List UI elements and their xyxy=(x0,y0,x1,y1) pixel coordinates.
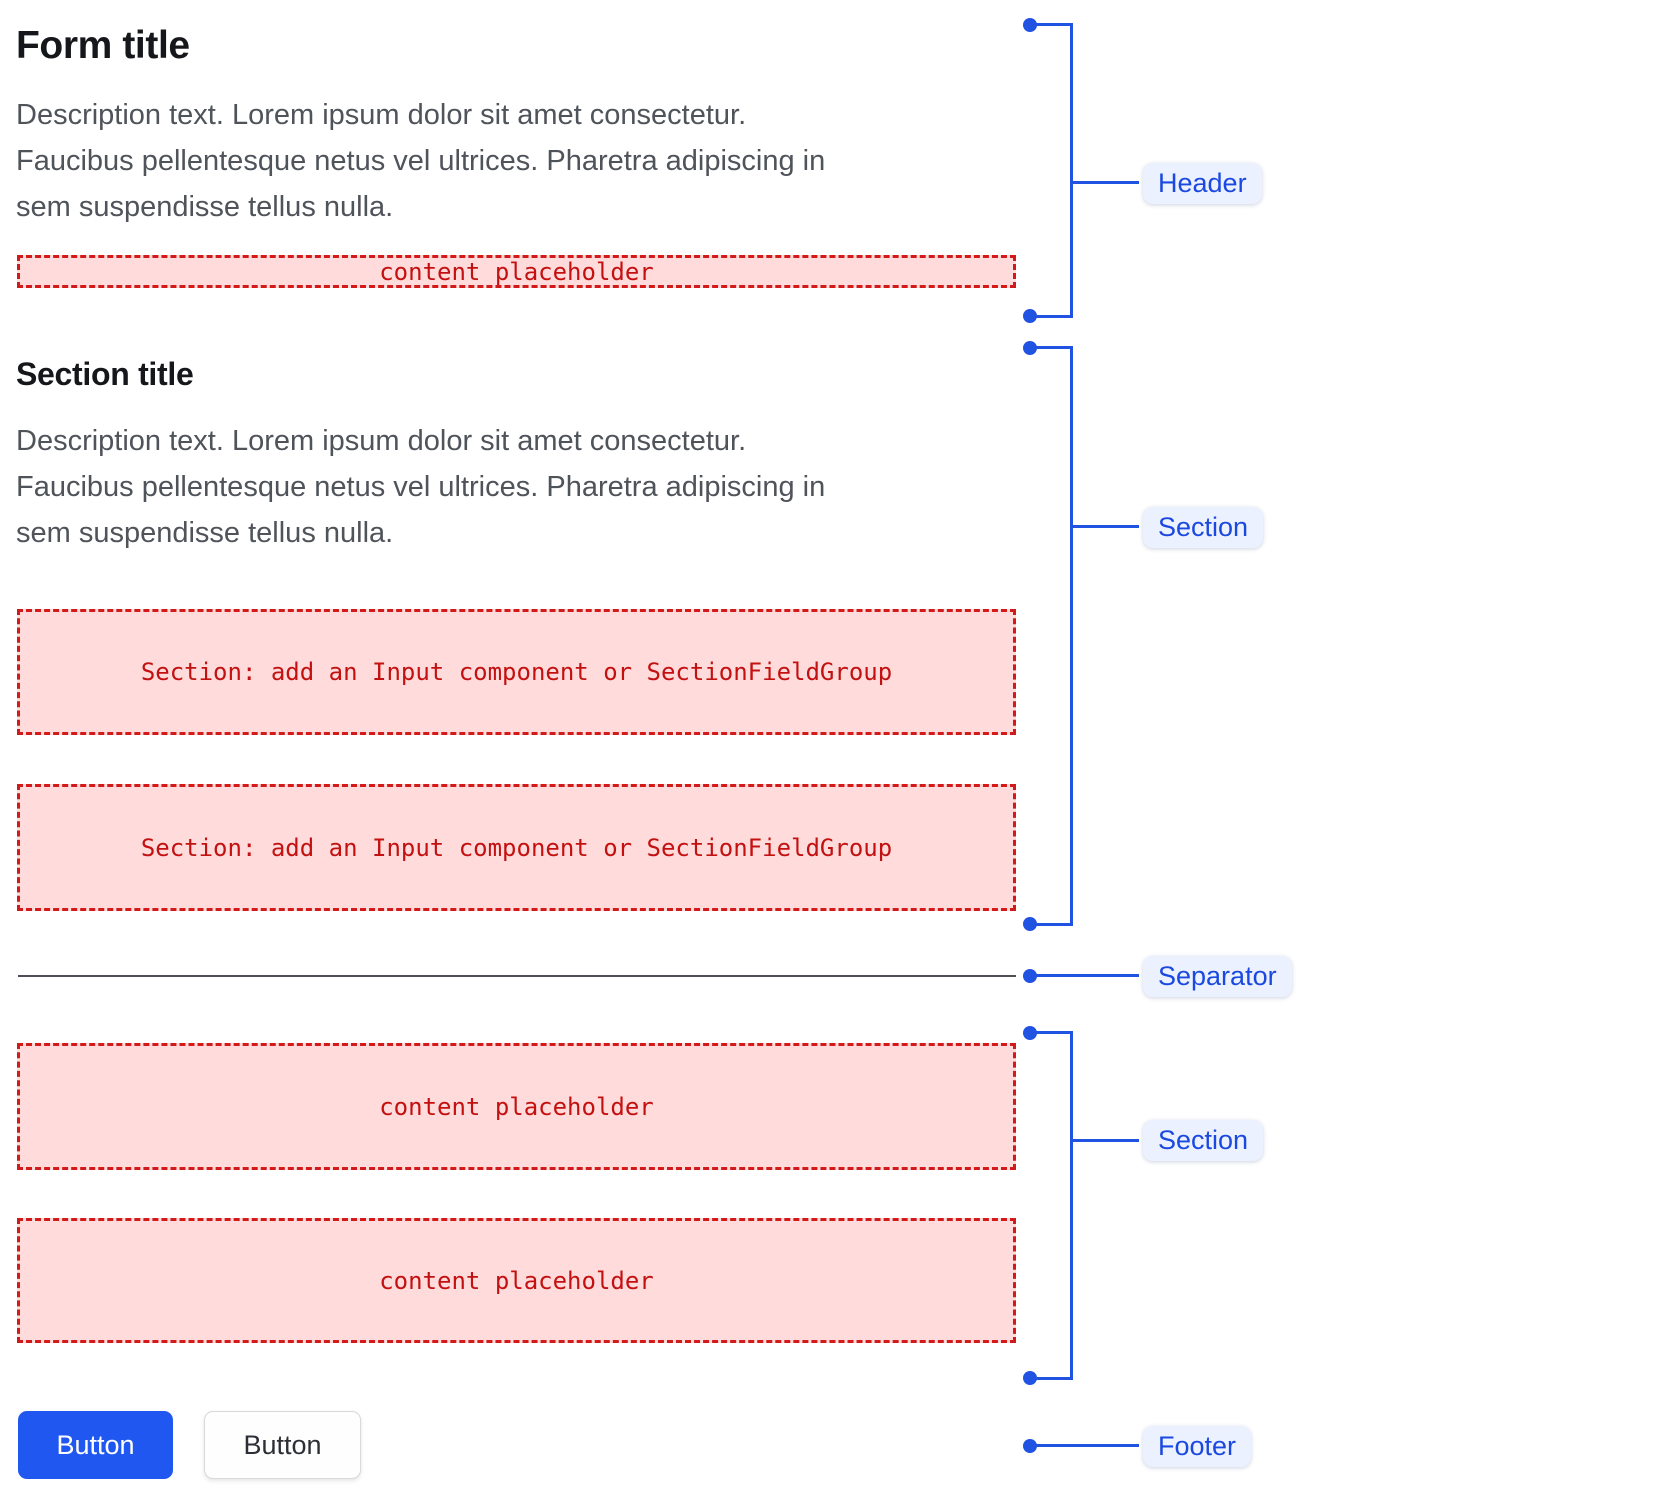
section-input-slot-1: Section: add an Input component or Secti… xyxy=(17,609,1016,735)
section2-bracket-branch xyxy=(1072,1139,1139,1142)
annotation-label-header: Header xyxy=(1143,163,1262,204)
section-bracket-bottom-dot xyxy=(1023,917,1037,931)
section-input-slot-2: Section: add an Input component or Secti… xyxy=(17,784,1016,911)
footer-callout-line xyxy=(1030,1444,1139,1447)
header-bracket-line xyxy=(1070,23,1073,318)
form-description-line-2: Faucibus pellentesque netus vel ultrices… xyxy=(16,145,826,177)
separator-line xyxy=(18,975,1016,977)
section-input-slot-1-label: Section: add an Input component or Secti… xyxy=(140,658,893,686)
section2-content-placeholder-2: content placeholder xyxy=(17,1218,1016,1343)
header-bracket-top-stub xyxy=(1030,23,1072,26)
separator-callout-line xyxy=(1030,974,1139,977)
section2-bracket-line xyxy=(1070,1031,1073,1380)
section2-bracket-bottom-dot xyxy=(1023,1371,1037,1385)
annotation-label-section: Section xyxy=(1143,507,1264,548)
section2-content-placeholder-1-label: content placeholder xyxy=(379,1092,654,1121)
section2-content-placeholder-2-label: content placeholder xyxy=(379,1266,654,1295)
form-title: Form title xyxy=(16,24,190,67)
form-description-line-1: Description text. Lorem ipsum dolor sit … xyxy=(16,99,747,131)
header-bracket-bottom-dot xyxy=(1023,309,1037,323)
section-bracket-line xyxy=(1070,346,1073,926)
section-description-line-2: Faucibus pellentesque netus vel ultrices… xyxy=(16,471,826,503)
form-description: Description text. Lorem ipsum dolor sit … xyxy=(16,92,825,230)
form-description-line-3: sem suspendisse tellus nulla. xyxy=(16,191,394,223)
section-bracket-top-stub xyxy=(1030,346,1072,349)
section-description-line-1: Description text. Lorem ipsum dolor sit … xyxy=(16,425,747,457)
header-content-placeholder-box: content placeholder xyxy=(17,255,1016,288)
section2-bracket-top-stub xyxy=(1030,1031,1072,1034)
annotation-label-section-2: Section xyxy=(1143,1120,1264,1161)
header-bracket-bottom-stub xyxy=(1030,315,1072,318)
section-input-slot-2-label: Section: add an Input component or Secti… xyxy=(140,833,893,862)
section2-content-placeholder-1: content placeholder xyxy=(17,1043,1016,1170)
header-bracket-branch xyxy=(1072,181,1139,184)
annotation-label-footer: Footer xyxy=(1143,1426,1252,1467)
header-content-placeholder-label: content placeholder xyxy=(379,257,654,286)
annotation-label-separator: Separator xyxy=(1143,956,1292,997)
secondary-button[interactable]: Button xyxy=(204,1411,361,1479)
section-title: Section title xyxy=(16,356,194,392)
primary-button[interactable]: Button xyxy=(18,1411,173,1479)
section-bracket-branch xyxy=(1072,525,1139,528)
section-description: Description text. Lorem ipsum dolor sit … xyxy=(16,418,825,556)
section-bracket-bottom-stub xyxy=(1030,923,1072,926)
section-description-line-3: sem suspendisse tellus nulla. xyxy=(16,517,394,549)
section2-bracket-bottom-stub xyxy=(1030,1377,1072,1380)
